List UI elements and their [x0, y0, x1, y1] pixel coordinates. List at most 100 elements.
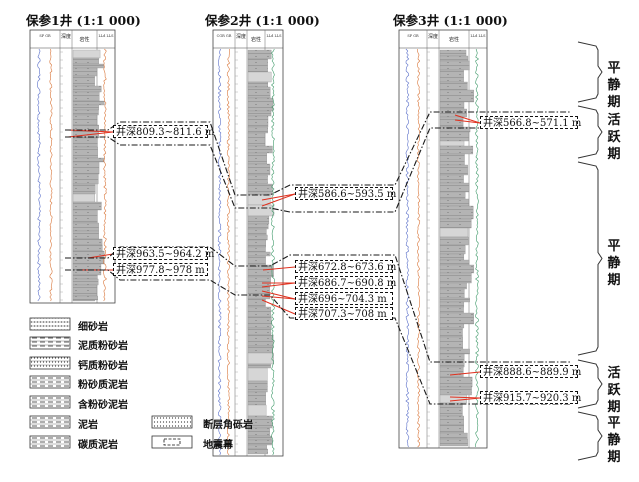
link-line [449, 396, 481, 399]
lithology-bed [72, 104, 99, 111]
lithology-bed [72, 85, 102, 93]
lithology-bed [247, 306, 272, 318]
lithology-bed [72, 295, 98, 301]
lithology-bed [439, 376, 473, 388]
lithology-bed [247, 145, 273, 154]
lithology-bed [439, 108, 467, 118]
link-line [261, 282, 296, 288]
legend-swatch-seismic-curtain [151, 435, 193, 449]
lithology-bed [439, 191, 466, 200]
sp-curve [217, 48, 222, 456]
period-label-3: 平静期 [607, 239, 621, 288]
period-label-5: 平静期 [607, 416, 621, 465]
depth-label-8: 井深707.3~708 m [295, 307, 393, 320]
lithology-bed [439, 253, 465, 261]
depth-header: 深度 [61, 33, 71, 40]
lithology-bed [439, 327, 463, 338]
lithology-bed [439, 415, 464, 426]
lithology-bed [439, 49, 467, 57]
lithology-bed [439, 353, 465, 368]
lithology-bed [72, 299, 95, 302]
depth-label-9: 井深566.8~571.1 m [480, 116, 581, 129]
lithology-bed [439, 131, 469, 142]
lithology-bed [72, 57, 99, 65]
lithology-bed [72, 278, 99, 286]
resistivity-curve [475, 48, 480, 447]
brace-active-1 [577, 105, 603, 159]
lithology-bed [72, 114, 98, 126]
lithology-bed [439, 394, 467, 404]
lithology-bed [72, 222, 99, 232]
left-curve-header: SP GR [407, 34, 419, 38]
lithology-bed [72, 63, 104, 69]
lithology-bed [247, 239, 267, 248]
lithology-bed [72, 173, 99, 185]
lithology-bed [247, 86, 271, 99]
link-line [454, 119, 481, 124]
well-3-title: 保参3井 (1:1 000) [393, 13, 508, 28]
brace-active-2 [577, 359, 603, 409]
brace-quiet-1 [577, 41, 603, 103]
lithology-bed [439, 236, 469, 246]
resistivity-curve [103, 48, 107, 302]
lithology-bed [247, 363, 271, 369]
lithology-header: 岩性 [449, 36, 459, 43]
lithology-bed [247, 223, 269, 230]
lithology-bed [72, 146, 98, 159]
depth-label-10: 井深888.6~889.9 m [480, 365, 581, 378]
well-1-title: 保参1井 (1:1 000) [26, 13, 141, 28]
lithology-bed [247, 345, 274, 354]
lithology-bed [439, 164, 468, 176]
depth-header: 深度 [236, 33, 246, 40]
link-line [261, 299, 296, 315]
lithology-bed [439, 272, 472, 284]
lithology-bed [439, 438, 468, 447]
lithology-bed [439, 227, 469, 238]
lithology-bed [439, 424, 464, 434]
lithology-bed [439, 89, 474, 103]
link-line [67, 129, 114, 133]
lithology-bed [247, 228, 267, 236]
lithology-bed [72, 244, 103, 252]
lithology-bed [247, 367, 268, 382]
lithology-bed [247, 126, 268, 134]
gr-curve [49, 48, 53, 302]
depth-label-3: 井深977.8~978 m [113, 263, 208, 276]
left-curve-header: SP GR [39, 34, 51, 38]
legend-swatch-calcareous-siltstone [29, 356, 71, 370]
legend-label-silty-mudstone: 粉砂质泥岩 [78, 380, 128, 391]
lithology-bed [439, 153, 465, 166]
lithology-bed [247, 163, 271, 176]
lithology-bed [72, 75, 95, 87]
lithology-bed [439, 218, 472, 229]
legend-label-carbonaceous-mudstone: 碳质泥岩 [78, 440, 118, 451]
lithology-bed [439, 101, 465, 110]
depth-label-11: 井深915.7~920.3 m [480, 391, 581, 404]
lithology-bed [72, 230, 99, 240]
depth-header: 深度 [428, 33, 438, 40]
legend-label-fine-sandstone: 细砂岩 [78, 322, 108, 333]
lithology-bed [72, 161, 100, 175]
lithology-bed [247, 81, 269, 88]
link-line [261, 295, 296, 300]
lithology-bed [439, 402, 463, 417]
right-curve-header: LLd LLS [98, 34, 114, 38]
lithology-bed [247, 152, 267, 165]
link-line [87, 253, 114, 259]
lithology-bed [439, 288, 465, 299]
legend-swatch-fault-breccia [151, 415, 193, 429]
lithology-bed [439, 55, 469, 62]
lithology-bed [439, 259, 470, 266]
legend-label-seismic-curtain: 地震幕 [203, 440, 233, 451]
lithology-header: 岩性 [79, 36, 89, 43]
sp-curve [37, 48, 41, 302]
well-log-1: 深度 岩性 SP GR LLd LLS [29, 29, 116, 304]
legend-swatch-mudstone [29, 415, 71, 429]
lithology-bed [72, 100, 105, 106]
legend-label-silt-bearing-mudstone: 含粉砂泥岩 [78, 400, 128, 411]
link-line [261, 193, 296, 201]
